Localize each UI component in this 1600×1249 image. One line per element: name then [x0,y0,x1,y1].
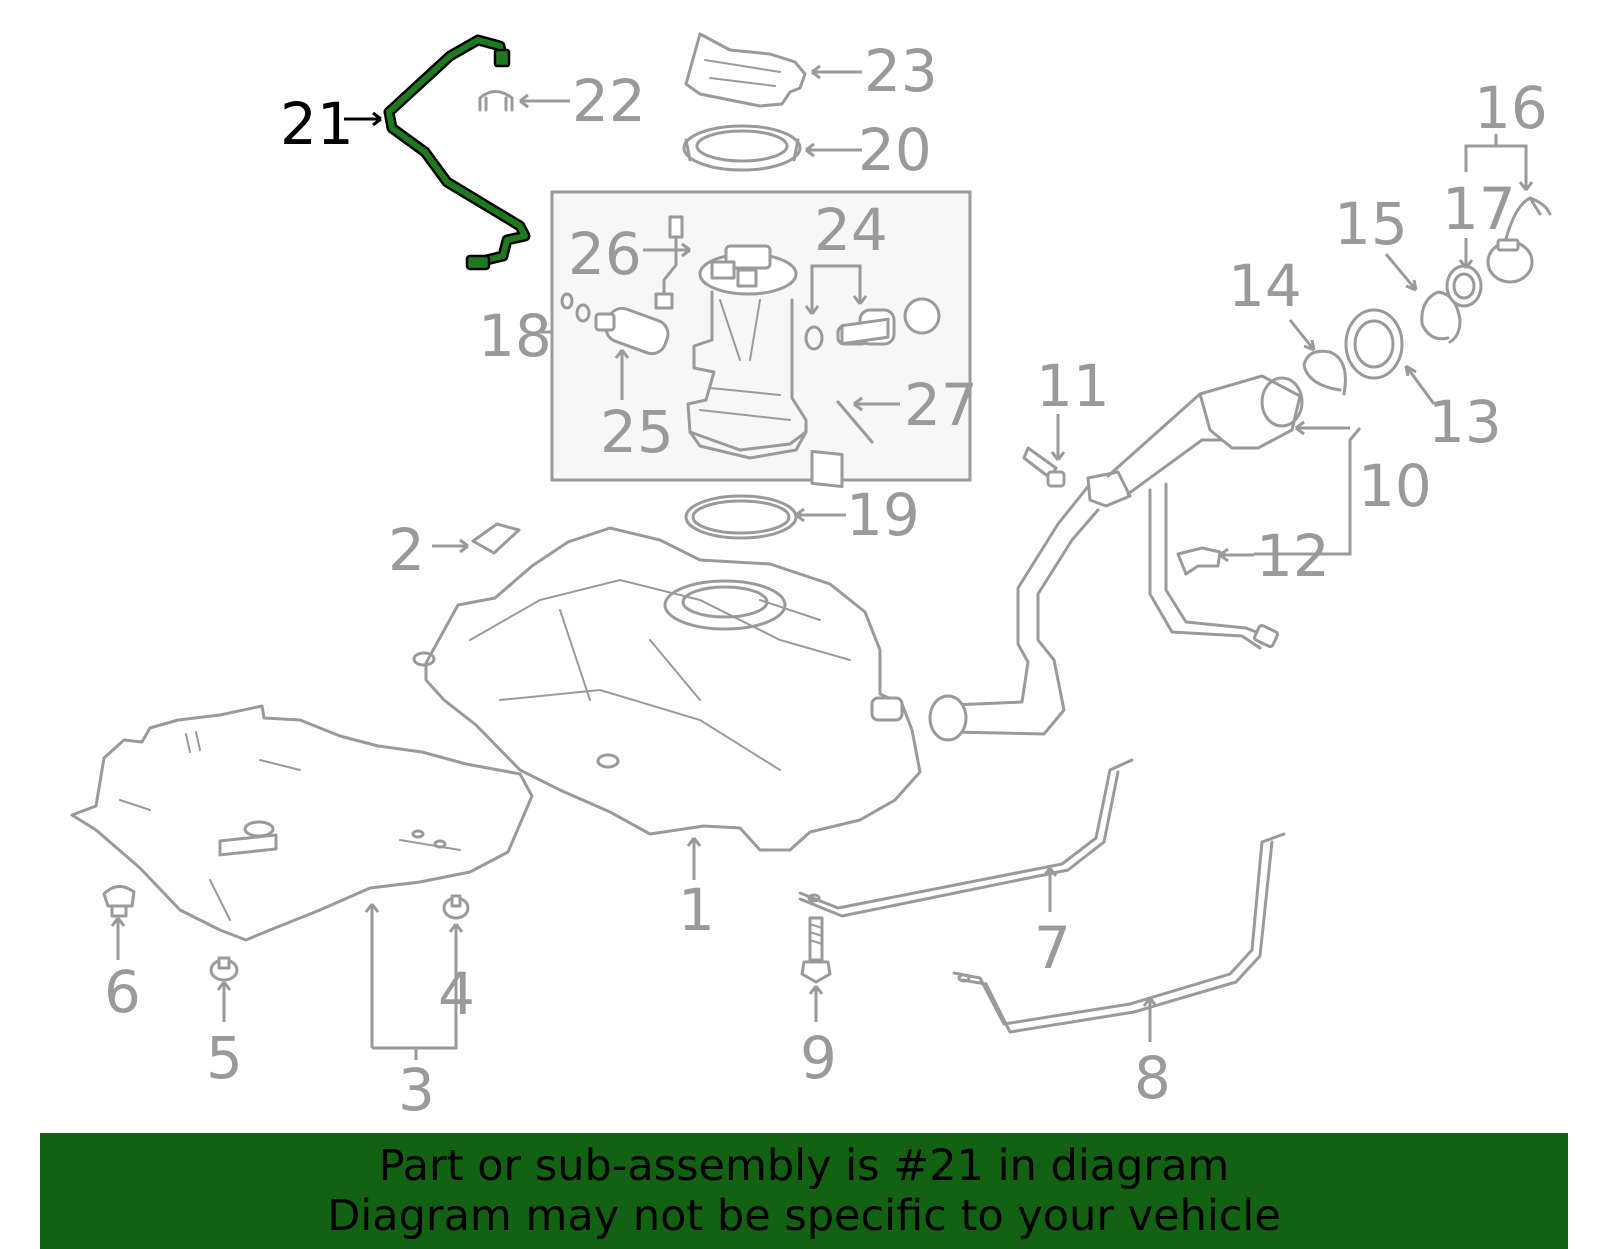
callout-8[interactable]: 8 [1134,1044,1171,1112]
callout-21[interactable]: 21 [280,90,354,158]
callout-14[interactable]: 14 [1228,252,1302,320]
part-20-retainer-ring[interactable] [682,124,802,172]
banner-line-disclaimer: Diagram may not be specific to your vehi… [327,1191,1281,1241]
part-23-cover[interactable] [684,32,807,108]
callout-5[interactable]: 5 [206,1024,243,1092]
part-5-clip[interactable] [209,956,239,982]
callout-7[interactable]: 7 [1034,914,1071,982]
callout-12[interactable]: 12 [1256,522,1330,590]
callout-23[interactable]: 23 [864,37,938,105]
callout-11[interactable]: 11 [1036,352,1110,420]
callout-1[interactable]: 1 [678,876,715,944]
banner-line-part: Part or sub-assembly is #21 in diagram [378,1141,1230,1191]
callout-10[interactable]: 10 [1358,452,1432,520]
callout-25[interactable]: 25 [600,398,674,466]
callout-labels: 21 22 23 20 26 24 18 25 27 19 2 11 10 12… [104,37,1548,1124]
callout-3[interactable]: 3 [398,1056,435,1124]
info-banner: Part or sub-assembly is #21 in diagram D… [40,1133,1568,1249]
callout-6[interactable]: 6 [104,958,141,1026]
part-19-gasket[interactable] [684,494,798,540]
part-12-clip[interactable] [1176,546,1222,576]
callout-13[interactable]: 13 [1428,388,1502,456]
callout-27[interactable]: 27 [904,371,978,439]
part-17-ring[interactable] [1445,264,1483,308]
callout-18[interactable]: 18 [478,302,552,370]
part-1-fuel-tank[interactable] [412,526,922,852]
callout-16[interactable]: 16 [1474,74,1548,142]
callout-26[interactable]: 26 [568,220,642,288]
callout-17[interactable]: 17 [1442,175,1516,243]
part-16-fuel-cap[interactable] [1486,196,1552,284]
part-2-label[interactable] [471,522,521,555]
part-3-protector[interactable] [70,704,534,942]
part-22-clip[interactable] [478,90,514,112]
callout-22[interactable]: 22 [572,67,646,135]
callout-24[interactable]: 24 [814,196,888,264]
part-14-ring[interactable] [1302,349,1347,396]
part-6-grommet[interactable] [102,885,136,918]
part-27-sender-unit[interactable] [810,317,890,489]
callout-20[interactable]: 20 [858,116,932,184]
callout-15[interactable]: 15 [1334,190,1408,258]
callout-leaders [110,64,1534,1060]
part-18-pump-assembly[interactable] [686,244,808,460]
part-10-filler-pipe[interactable] [928,374,1304,742]
part-15-ring[interactable] [1420,290,1462,344]
part-7-strap[interactable] [798,758,1134,918]
part-21-hose-highlighted[interactable] [383,34,531,271]
callout-19[interactable]: 19 [846,481,920,549]
callout-4[interactable]: 4 [438,960,475,1028]
callout-2[interactable]: 2 [388,516,425,584]
part-25-fuel-pump[interactable] [560,292,672,358]
part-13-ring[interactable] [1344,308,1404,380]
part-11-bolt[interactable] [1022,446,1066,488]
callout-9[interactable]: 9 [800,1024,837,1092]
part-9-bolt[interactable] [800,916,832,984]
part-8-strap[interactable] [952,832,1286,1034]
part-4-clip[interactable] [442,894,470,920]
